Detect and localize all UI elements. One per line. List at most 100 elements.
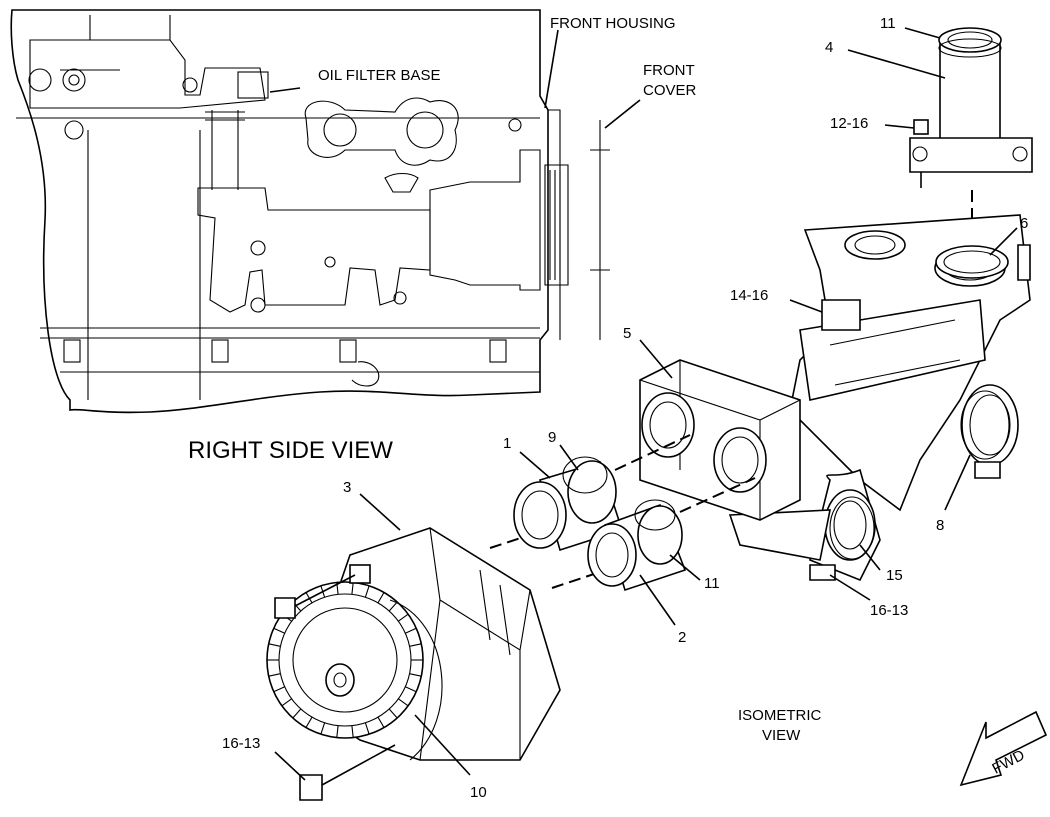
pump-outlet-tube [197, 187, 431, 313]
callout-16-13-left: 16-13 [222, 735, 260, 752]
align-line-4 [551, 571, 601, 589]
elbow-stud [1017, 244, 1031, 281]
callout-2: 2 [678, 629, 686, 646]
gasket-port-2 [406, 111, 444, 149]
upper-manifold [29, 39, 266, 109]
part-8-seal [960, 390, 1010, 460]
gear-tooth [388, 601, 398, 612]
label-front-housing: FRONT HOUSING [550, 15, 676, 32]
part-16-13-stud-right [809, 564, 836, 581]
tube-bolt-3 [324, 256, 336, 268]
part-16-13-bolt-lower [299, 744, 396, 801]
gear-tooth [268, 673, 281, 677]
gear-tooth [351, 582, 354, 595]
gear-tooth [377, 592, 385, 604]
label-oil-filter-base: OIL FILTER BASE [318, 67, 441, 84]
bolt-head-4 [182, 77, 198, 93]
fwd-arrow [959, 710, 1048, 787]
callout-4: 4 [825, 39, 833, 56]
gear-tooth [405, 686, 417, 693]
gear-tooth [405, 627, 417, 634]
part-14-16-bolt [821, 299, 861, 331]
align-line-2 [679, 477, 756, 513]
callout-15: 15 [886, 567, 903, 584]
gear-tooth [320, 722, 326, 735]
gear-tooth [364, 722, 370, 735]
callout-14-16: 14-16 [730, 287, 768, 304]
oil-filter-canister [87, 130, 201, 400]
gear-tooth [409, 673, 422, 677]
callout-6: 6 [1020, 215, 1028, 232]
callout-9: 9 [548, 429, 556, 446]
callout-11-mid: 11 [704, 575, 720, 592]
label-isometric-line2: VIEW [762, 727, 801, 744]
align-line-3 [489, 534, 531, 549]
gear-tooth [409, 643, 422, 647]
label-front-cover-line1: FRONT [643, 62, 695, 79]
gear-tooth [305, 716, 313, 728]
front-cover-line [590, 120, 610, 340]
gear-tooth [273, 627, 285, 634]
leader-lines [269, 27, 1018, 781]
part-4-outlet-tube [909, 27, 1033, 173]
gear-tooth [305, 592, 313, 604]
gear-tooth [377, 716, 385, 728]
part-16-13-bolt-upper [274, 574, 356, 619]
gear-tooth [292, 708, 302, 719]
gasket-plate [304, 97, 459, 166]
tube-bolt-2 [250, 297, 266, 313]
side-pump-gear-teeth [549, 170, 561, 280]
callout-1: 1 [503, 435, 511, 452]
detail-break-outline [10, 9, 549, 414]
gear-tooth [351, 725, 354, 738]
gear-tooth [364, 585, 370, 598]
right-side-view-drawing [10, 9, 610, 414]
gear-tooth [273, 686, 285, 693]
callout-8: 8 [936, 517, 944, 534]
gear-tooth [398, 613, 409, 622]
gear-tooth [398, 698, 409, 707]
callout-12-16: 12-16 [830, 115, 868, 132]
callout-3: 3 [343, 479, 351, 496]
part-5-pump-housing-block [639, 359, 801, 521]
upper-manifold-2 [60, 15, 171, 71]
part-2-tube [587, 503, 687, 592]
label-front-cover-line2: COVER [643, 82, 697, 99]
elbow-studs-side [974, 461, 1001, 479]
align-line-1 [614, 434, 691, 471]
part-15-seal [829, 496, 875, 560]
bolt-head-2-inner [68, 74, 80, 86]
front-housing-line [548, 109, 561, 340]
bolt-head-3 [64, 120, 84, 140]
part-3-oil-pump [266, 527, 561, 761]
plug [508, 118, 522, 132]
part-6-seal [935, 245, 1009, 279]
gear-tooth [281, 698, 292, 707]
part-12-16-bolt [913, 119, 929, 188]
label-right-side-view: RIGHT SIDE VIEW [188, 437, 393, 464]
gasket-port-1 [323, 113, 357, 147]
fitting-block [237, 71, 269, 99]
tube-bolt-4 [393, 291, 407, 305]
part-11-top-seal [938, 38, 1002, 58]
vertical-oil-pipe [205, 110, 245, 190]
label-isometric-line1: ISOMETRIC [738, 707, 822, 724]
callout-5: 5 [623, 325, 631, 342]
gear-tooth [388, 708, 398, 719]
bottom-bolts [63, 339, 507, 363]
small-cup [384, 172, 419, 193]
text-labels: OIL FILTER BASE FRONT HOUSING FRONT COVE… [188, 15, 1028, 801]
gear-tooth [336, 725, 339, 738]
bolt-head-2 [62, 68, 86, 92]
part-9-seal [562, 456, 608, 494]
tube-bolt-1 [250, 240, 266, 256]
gear-tooth [268, 643, 281, 647]
callout-11-top: 11 [880, 15, 896, 32]
part-10-ring [389, 599, 443, 761]
drain-hook [351, 361, 380, 387]
part-11-mid-seal [634, 499, 676, 531]
callout-16-13-right: 16-13 [870, 602, 908, 619]
bolt-head-1 [28, 68, 52, 92]
side-pump-body [429, 149, 541, 291]
